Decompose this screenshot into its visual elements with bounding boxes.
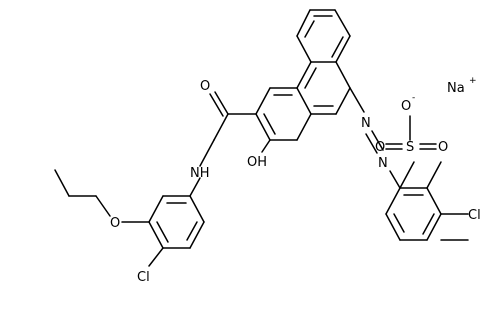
sodium-charge: + — [469, 76, 477, 86]
azo-double-bond-a — [371, 130, 384, 151]
hydroxyl-label: OH — [247, 155, 267, 170]
naphthalene-lower-ring — [255, 61, 351, 141]
azo-nitrogen-2-label: N — [378, 156, 388, 171]
sulfonate-o-minus-label: O — [401, 99, 411, 114]
azo-nitrogen-1-label: N — [361, 116, 371, 131]
azo-bond-lower — [389, 170, 401, 189]
chlorine-left-label: Cl — [137, 270, 150, 285]
amide-bonds — [189, 91, 257, 197]
o-minus-charge: - — [412, 93, 415, 103]
sulfonyl-oxygen-right-label: O — [438, 140, 448, 155]
amide-nh-label: NH — [190, 166, 210, 181]
ethoxy-chain — [54, 169, 111, 217]
sodium-label: Na — [447, 81, 465, 96]
sulfur-label: S — [406, 140, 414, 155]
naphthalene-upper-ring — [296, 9, 351, 63]
hydroxyl-bond — [261, 139, 271, 153]
azo-double-bond-b — [365, 133, 378, 154]
carbonyl-oxygen-label: O — [200, 79, 210, 94]
ether-oxygen-label: O — [110, 216, 120, 231]
azo-bond-upper — [349, 87, 365, 113]
chlorine-right-label: Cl — [468, 208, 481, 223]
sulfonated-benzene-ring — [385, 161, 469, 241]
sulfonyl-oxygen-left-label: O — [375, 140, 385, 155]
chloroethoxyphenyl-ring — [121, 195, 205, 267]
